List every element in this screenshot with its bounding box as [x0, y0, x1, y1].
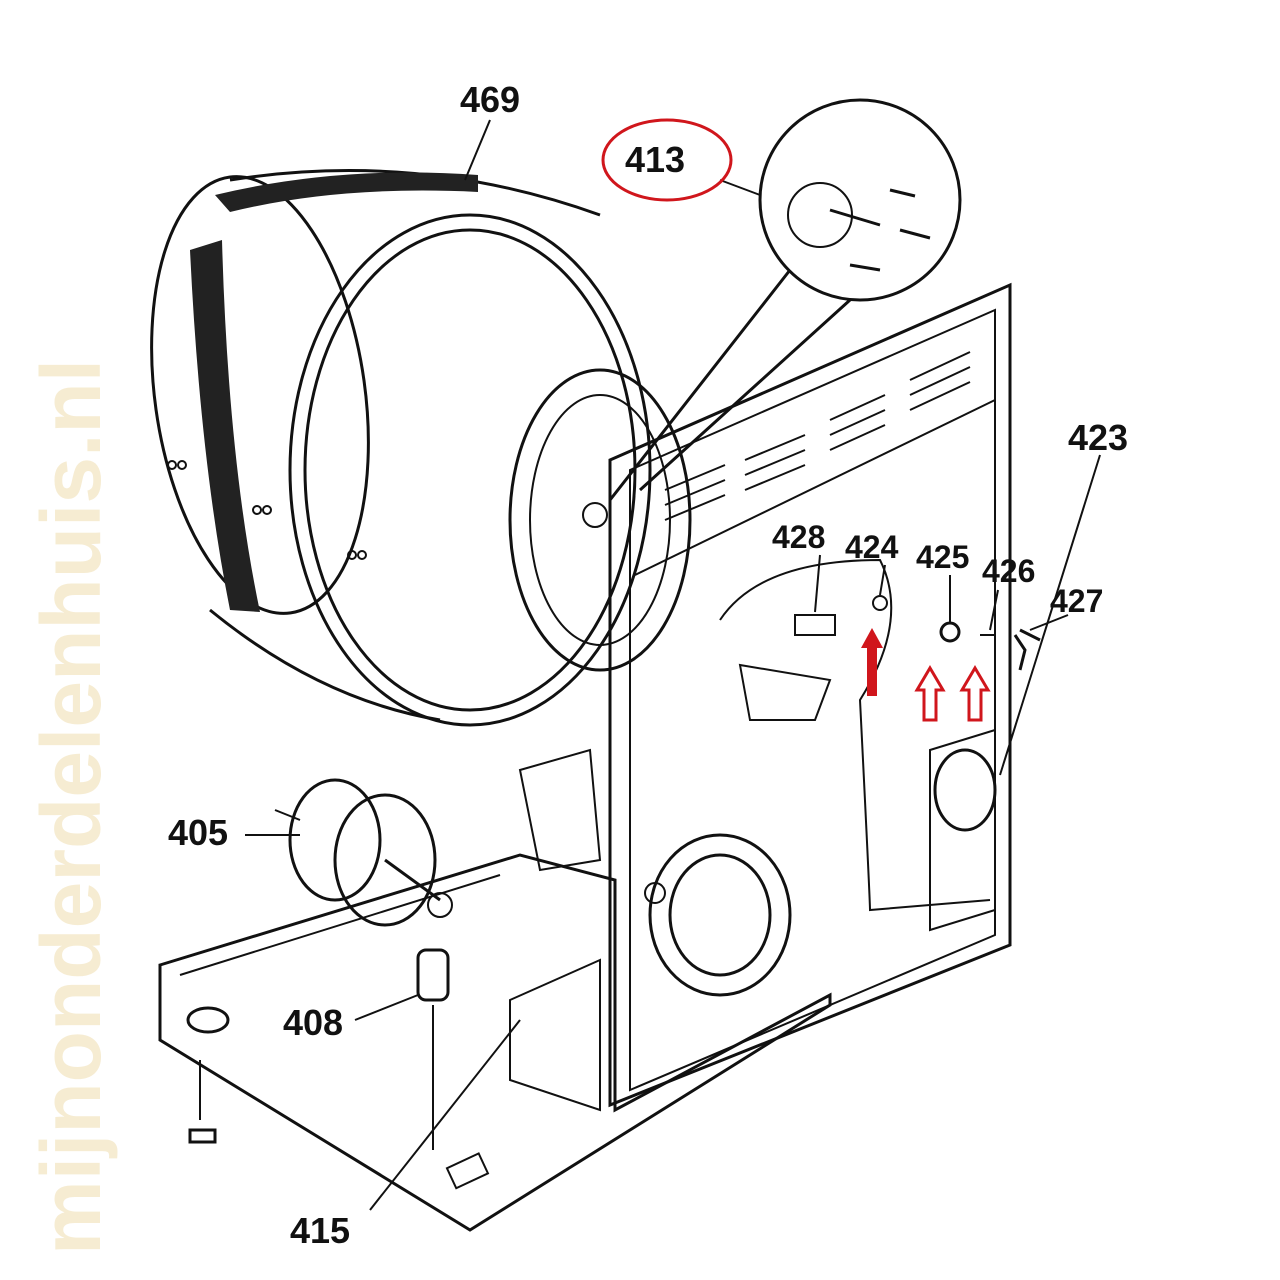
arrow-filled-424	[861, 628, 883, 696]
small-parts	[794, 554, 1069, 671]
label-428: 428	[772, 519, 825, 555]
label-427: 427	[1050, 583, 1103, 619]
watermark: mijnonderdelenhuis.nl	[24, 359, 118, 1255]
label-405: 405	[168, 812, 228, 853]
drum-469	[150, 169, 692, 727]
arrow-outline-426	[959, 665, 991, 722]
arrow-outline-425	[914, 665, 946, 722]
leader-lines	[245, 119, 521, 1211]
motor-405	[274, 778, 453, 927]
label-424: 424	[845, 529, 899, 565]
label-426: 426	[982, 553, 1035, 589]
label-469: 469	[460, 79, 520, 120]
label-408: 408	[283, 1002, 343, 1043]
capacitor-408	[416, 948, 450, 1150]
label-425: 425	[916, 539, 969, 575]
label-413: 413	[625, 139, 685, 180]
back-panel-423	[608, 282, 1101, 1108]
highlight-ring-413	[601, 118, 733, 202]
label-423: 423	[1068, 417, 1128, 458]
control-unit	[518, 748, 602, 872]
base-plate-415	[158, 853, 832, 1232]
detail-bubble-413	[608, 98, 962, 501]
label-415: 415	[290, 1210, 350, 1251]
